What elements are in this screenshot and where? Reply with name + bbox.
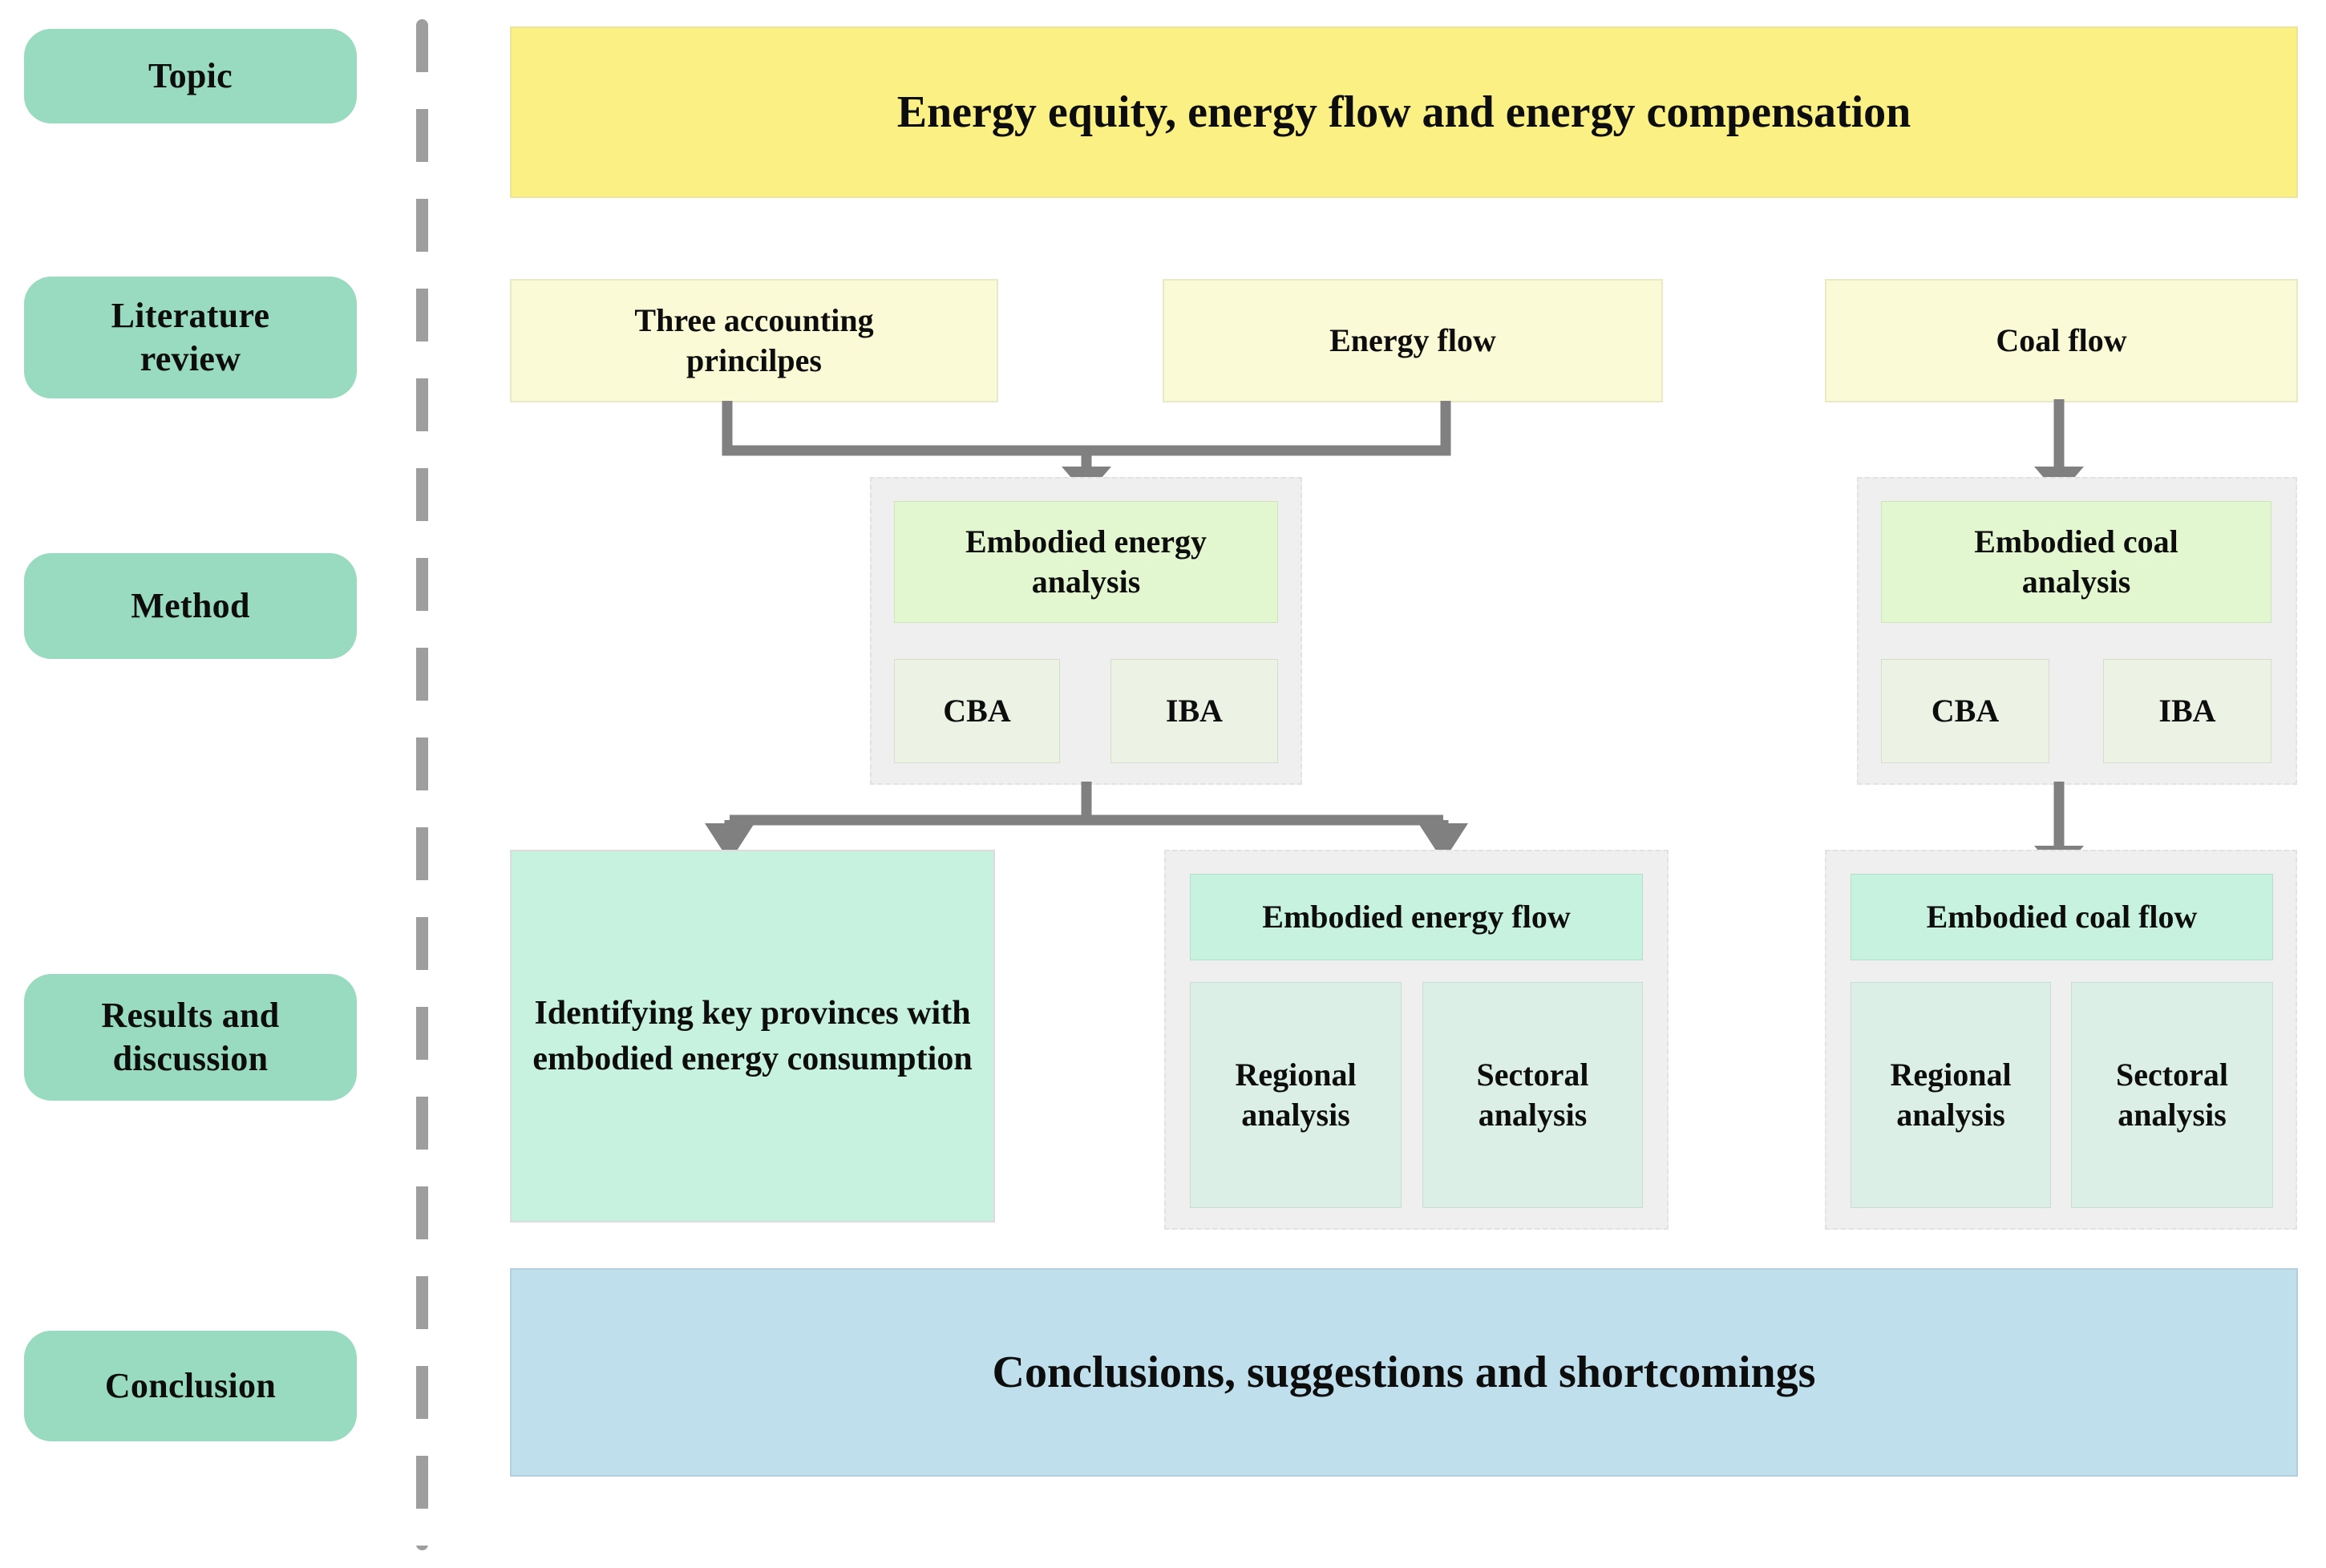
literature-box-coal-flow: Coal flow [1825,279,2298,402]
method-sub-cba-energy[interactable]: CBA [894,659,1060,763]
method-sub-cba-energy-text: CBA [943,693,1011,729]
connector-method-to-results [705,782,1468,862]
literature-box-coal-flow-text: Coal flow [1996,322,2127,358]
stage-label-topic-text: Topic [148,56,233,96]
method-sub-iba-coal[interactable]: IBA [2103,659,2271,763]
results-head-embodied-energy-flow-text: Embodied energy flow [1262,899,1571,935]
results-head-embodied-coal-flow-text: Embodied coal flow [1926,899,2198,935]
stage-label-method-text: Method [131,586,250,626]
stage-label-topic: Topic [24,29,357,123]
method-sub-iba-coal-text: IBA [2158,693,2216,729]
stage-label-conclusion-text: Conclusion [104,1366,277,1406]
results-key-provinces-text: Identifying key provinces with embodied … [532,994,973,1077]
topic-banner-text: Energy equity, energy flow and energy co… [896,87,1911,137]
conclusion-banner: Conclusions, suggestions and shortcoming… [510,1268,2298,1477]
method-sub-cba-coal-text: CBA [1931,693,2000,729]
stage-label-conclusion: Conclusion [24,1331,357,1441]
method-sub-cba-coal[interactable]: CBA [1881,659,2049,763]
conclusion-banner-text: Conclusions, suggestions and shortcoming… [992,1348,1816,1397]
method-sub-iba-energy[interactable]: IBA [1110,659,1278,763]
stage-label-method: Method [24,553,357,659]
literature-box-energy-flow-text: Energy flow [1329,322,1496,358]
results-head-embodied-energy-flow: Embodied energy flow [1190,874,1643,960]
results-key-provinces-box: Identifying key provinces with embodied … [510,850,995,1222]
results-head-embodied-coal-flow: Embodied coal flow [1851,874,2273,960]
literature-box-energy-flow: Energy flow [1163,279,1663,402]
method-sub-iba-energy-text: IBA [1165,693,1224,729]
vertical-dashed-divider [416,19,428,1550]
topic-banner: Energy equity, energy flow and energy co… [510,26,2298,198]
